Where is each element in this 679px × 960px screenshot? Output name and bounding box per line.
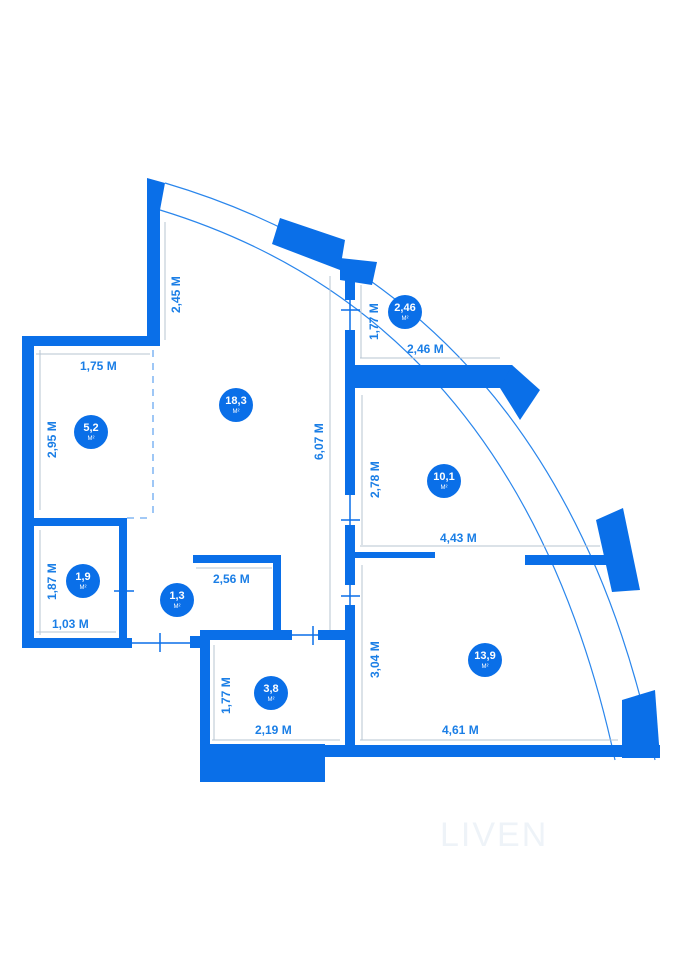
- area-badge-bedroom-2: 13,9 М²: [468, 643, 502, 677]
- dim-label-1-87: 1,87 М: [45, 563, 59, 600]
- window-arc-outer: [164, 182, 656, 761]
- wall-under-balcony: [345, 365, 530, 388]
- wall-bath-bottom-top: [200, 630, 292, 640]
- area-badge-bath-bottom: 3,8 М²: [254, 676, 288, 710]
- dim-label-2-19: 2,19 М: [255, 723, 292, 737]
- openings: [114, 300, 360, 652]
- watermark-text: LIVEN: [440, 816, 548, 854]
- wall-living-top-left: [147, 178, 165, 336]
- dim-label-2-46: 2,46 М: [407, 342, 444, 356]
- dimension-labels: 2,45 М 1,75 М 2,95 М 6,07 М 1,87 М 1,03 …: [45, 276, 479, 737]
- area-value-small-left: 5,2: [83, 422, 98, 434]
- dim-label-2-56: 2,56 М: [213, 572, 250, 586]
- wall-bath-bottom-top2: [318, 630, 348, 640]
- area-value-bedroom-2: 13,9: [474, 650, 495, 662]
- watermark: LIVEN: [440, 816, 548, 854]
- dim-label-2-45: 2,45 М: [169, 276, 183, 313]
- dim-label-1-03: 1,03 М: [52, 617, 89, 631]
- wall-left-divider: [22, 518, 127, 526]
- area-value-living: 18,3: [225, 395, 246, 407]
- wall-bath-bottom-base: [200, 744, 325, 782]
- area-unit-small-left: М²: [88, 436, 95, 442]
- area-unit-bath-bottom: М²: [268, 697, 275, 703]
- dim-label-3-04: 3,04 М: [368, 641, 382, 678]
- wall-center-vertical-top: [345, 276, 355, 300]
- dim-label-1-77a: 1,77 М: [219, 677, 233, 714]
- wall-pier-right-1: [500, 365, 540, 420]
- wall-bottom-right: [325, 745, 660, 757]
- wall-center-vertical-bottom: [345, 605, 355, 750]
- area-badges: 18,3 М² 5,2 М² 1,9 М² 1,3 М² 3,8 М² 2,46…: [66, 295, 502, 710]
- area-badge-balcony: 2,46 М²: [388, 295, 422, 329]
- wall-pier-top: [272, 218, 345, 270]
- wall-bedroom-divider-a: [345, 552, 435, 558]
- area-unit-bedroom-2: М²: [482, 664, 489, 670]
- wall-pier-right-2: [596, 508, 640, 592]
- dashed-partition: [127, 350, 154, 519]
- area-badge-hall: 1,3 М²: [160, 583, 194, 617]
- wall-bedroom-divider-b: [525, 555, 615, 565]
- dim-label-2-95: 2,95 М: [45, 421, 59, 458]
- window-arc-inner: [159, 209, 616, 761]
- dim-label-1-75: 1,75 М: [80, 359, 117, 373]
- wall-left-wing-top: [22, 336, 160, 346]
- wall-balcony-top: [340, 258, 377, 285]
- area-value-balcony: 2,46: [394, 302, 415, 314]
- wall-center-vertical-mid: [345, 330, 355, 495]
- area-value-bath-left: 1,9: [75, 571, 90, 583]
- area-value-bath-bottom: 3,8: [263, 683, 278, 695]
- area-value-hall: 1,3: [169, 590, 184, 602]
- area-value-bedroom-1: 10,1: [433, 471, 454, 483]
- dim-label-1-77b: 1,77 М: [367, 303, 381, 340]
- area-unit-balcony: М²: [402, 316, 409, 322]
- area-unit-living: М²: [233, 409, 240, 415]
- area-badge-bedroom-1: 10,1 М²: [427, 464, 461, 498]
- wall-bath-bottom-left: [200, 636, 210, 746]
- wall-hall-partition-right: [273, 555, 281, 635]
- wall-bottom-left: [22, 638, 132, 648]
- dim-label-6-07: 6,07 М: [312, 423, 326, 460]
- wall-left-outer: [22, 336, 34, 648]
- area-unit-hall: М²: [174, 604, 181, 610]
- area-badge-living: 18,3 М²: [219, 388, 253, 422]
- area-badge-bath-left: 1,9 М²: [66, 564, 100, 598]
- area-badge-small-left: 5,2 М²: [74, 415, 108, 449]
- walls: [22, 178, 660, 782]
- dim-label-2-78: 2,78 М: [368, 461, 382, 498]
- dim-label-4-61: 4,61 М: [442, 723, 479, 737]
- wall-hall-partition-top: [193, 555, 279, 563]
- area-unit-bath-left: М²: [80, 585, 87, 591]
- wall-pier-right-3: [622, 690, 660, 758]
- dim-label-4-43: 4,43 М: [440, 531, 477, 545]
- area-unit-bedroom-1: М²: [441, 485, 448, 491]
- dimension-lines: [36, 222, 618, 741]
